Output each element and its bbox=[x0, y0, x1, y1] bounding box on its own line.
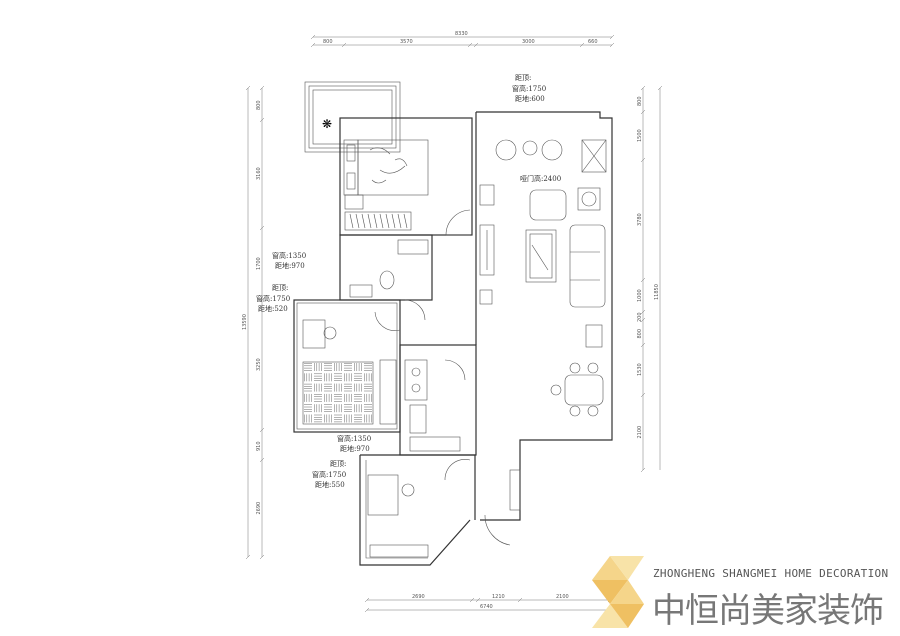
logo-chinese-text: 中恒尚美家装饰 bbox=[652, 591, 884, 631]
dim-top-1: 800 bbox=[323, 39, 333, 45]
dim-left: 1700 bbox=[256, 257, 262, 270]
dim-tick bbox=[245, 85, 251, 91]
dim-tick bbox=[245, 554, 251, 560]
dim-tick bbox=[640, 317, 646, 323]
dim-tick bbox=[259, 297, 265, 303]
bed-2 bbox=[302, 361, 374, 425]
dim-tick bbox=[609, 34, 615, 40]
top-window-label-1: 距顶: bbox=[515, 74, 531, 82]
dim-tick bbox=[517, 597, 523, 603]
dim-tick bbox=[579, 42, 585, 48]
dim-tick bbox=[609, 42, 615, 48]
plant-icon: ❋ bbox=[322, 117, 332, 131]
dim-right: 3780 bbox=[637, 213, 643, 226]
dim-tick bbox=[640, 392, 646, 398]
dim-left: 2690 bbox=[256, 502, 262, 515]
left-window-1-label-1: 窗高:1350 bbox=[272, 251, 306, 260]
left-window-1-label-2: 距地:970 bbox=[275, 261, 305, 270]
dim-left-total: 13590 bbox=[242, 314, 248, 330]
top-window-label-2: 窗高:1750 bbox=[512, 84, 546, 93]
toilet-icon bbox=[379, 270, 395, 290]
furniture bbox=[302, 139, 607, 546]
dim-tick bbox=[475, 597, 481, 603]
bottom-window-2-label-2: 窗高:1750 bbox=[312, 470, 346, 479]
dim-tick bbox=[341, 42, 347, 48]
dim-tick bbox=[259, 427, 265, 433]
left-window-2-label-1: 距顶: bbox=[272, 284, 288, 292]
dim-bottom-3: 2100 bbox=[556, 594, 569, 600]
right-dimensions: 800 1500 3780 1000 200 800 1530 2100 11850 bbox=[637, 85, 663, 473]
dim-left: 800 bbox=[256, 100, 262, 110]
dim-tick bbox=[640, 277, 646, 283]
dim-tick bbox=[469, 597, 475, 603]
dim-tick bbox=[640, 342, 646, 348]
dim-tick bbox=[467, 42, 473, 48]
dim-tick bbox=[657, 85, 663, 91]
armchair bbox=[529, 189, 567, 221]
dim-tick bbox=[259, 457, 265, 463]
dim-tick bbox=[259, 225, 265, 231]
top-window-label-3: 距地:600 bbox=[515, 94, 545, 103]
annotations: 距顶: 窗高:1750 距地:600 哑门高:2400 窗高:1350 距地:9… bbox=[256, 74, 561, 489]
dim-tick bbox=[259, 554, 265, 560]
dim-tick bbox=[364, 607, 370, 613]
dim-right: 200 bbox=[637, 312, 643, 322]
dim-right: 800 bbox=[637, 96, 643, 106]
dim-left: 3250 bbox=[256, 358, 262, 371]
left-window-2-label-2: 窗高:1750 bbox=[256, 294, 290, 303]
dim-tick bbox=[259, 85, 265, 91]
dim-tick bbox=[640, 157, 646, 163]
living-door-label: 哑门高:2400 bbox=[520, 174, 561, 183]
bottom-window-2-label-1: 距顶: bbox=[330, 460, 346, 468]
dim-bottom-1: 2690 bbox=[412, 594, 425, 600]
bottom-window-2-label-3: 距地:550 bbox=[315, 480, 345, 489]
dim-right: 2100 bbox=[637, 426, 643, 439]
dim-bottom-total: 6740 bbox=[480, 604, 493, 610]
dim-tick bbox=[640, 85, 646, 91]
coffee-table bbox=[525, 229, 557, 283]
bottom-window-1-label-1: 窗高:1350 bbox=[337, 434, 371, 443]
dining-table bbox=[564, 374, 604, 406]
dim-top-3: 3000 bbox=[522, 39, 535, 45]
dim-tick bbox=[640, 467, 646, 473]
left-dimensions: 800 3160 1700 3250 910 2690 13590 bbox=[242, 85, 265, 560]
dim-top-2: 3570 bbox=[400, 39, 413, 45]
dim-right: 1530 bbox=[637, 363, 643, 376]
sofa bbox=[569, 224, 606, 308]
dim-top-4: 660 bbox=[588, 39, 598, 45]
bottom-window-1-label-2: 距地:970 bbox=[340, 444, 370, 453]
dim-tick bbox=[640, 309, 646, 315]
dim-tick bbox=[473, 42, 479, 48]
top-dimensions: 8330 800 3570 3000 660 bbox=[310, 31, 615, 48]
logo-english-text: ZHONGHENG SHANGMEI HOME DECORATION bbox=[653, 567, 889, 580]
dim-bottom-2: 1210 bbox=[492, 594, 505, 600]
walls: ❋ bbox=[293, 81, 613, 566]
dim-right-total: 11850 bbox=[654, 284, 660, 300]
dim-tick bbox=[310, 34, 316, 40]
dim-tick bbox=[364, 597, 370, 603]
dim-tick bbox=[259, 117, 265, 123]
dim-top-total: 8330 bbox=[455, 31, 468, 37]
dim-right: 1500 bbox=[637, 129, 643, 142]
left-window-2-label-3: 距地:520 bbox=[258, 304, 288, 313]
dim-left: 910 bbox=[256, 441, 262, 451]
dim-left: 3160 bbox=[256, 167, 262, 180]
dim-tick bbox=[310, 42, 316, 48]
dim-right: 1000 bbox=[637, 289, 643, 302]
wardrobe bbox=[344, 211, 412, 231]
bottom-dimensions: 2690 1210 2100 6740 bbox=[364, 594, 613, 613]
logo-mark bbox=[592, 556, 644, 628]
dim-tick bbox=[640, 109, 646, 115]
dim-right: 800 bbox=[637, 329, 643, 339]
